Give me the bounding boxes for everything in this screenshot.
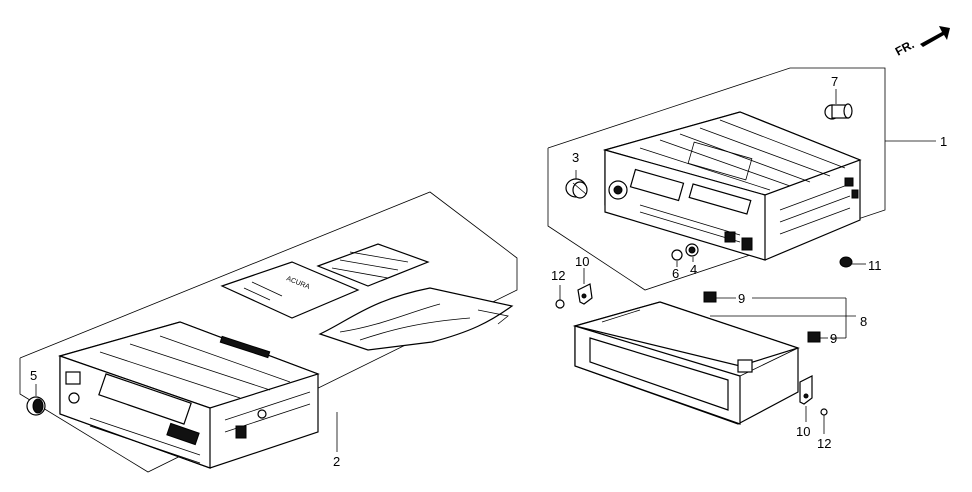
radio-unit-group xyxy=(547,67,936,291)
fr-label: FR. xyxy=(893,37,917,58)
callout-9-lower: 9 xyxy=(830,331,837,346)
bracket-part-10-left xyxy=(577,268,593,305)
callout-10-lower: 10 xyxy=(796,424,810,439)
replacement-radio-unit xyxy=(58,321,320,469)
callout-6: 6 xyxy=(672,266,679,281)
callout-4: 4 xyxy=(690,262,697,277)
callout-7: 7 xyxy=(831,74,838,89)
callout-labels: 1 2 3 4 5 6 7 8 9 9 10 10 11 12 12 xyxy=(30,74,947,469)
pocket-assembly xyxy=(555,268,856,434)
callout-9-upper: 9 xyxy=(738,291,745,306)
callout-8: 8 xyxy=(860,314,867,329)
replacement-radio-group: ACURA xyxy=(19,191,518,473)
callout-10-upper: 10 xyxy=(575,254,589,269)
callout-3: 3 xyxy=(572,150,579,165)
radio-group-outline xyxy=(547,67,886,291)
knob-part-5 xyxy=(26,384,46,416)
knobs-part-4-6 xyxy=(671,243,699,267)
screw-part-12-right xyxy=(820,408,828,434)
bracket-part-10-right xyxy=(799,375,813,422)
clip-part-9-lower xyxy=(807,331,828,343)
screw-part-11 xyxy=(839,256,866,268)
knob-part-7 xyxy=(824,89,853,120)
callout-5: 5 xyxy=(30,368,37,383)
nameplate xyxy=(316,243,430,287)
callout-12-lower: 12 xyxy=(817,436,831,451)
front-direction-indicator: FR. xyxy=(893,26,950,59)
callout-11: 11 xyxy=(868,258,882,273)
knob-part-3 xyxy=(565,170,588,199)
clip-part-9-upper xyxy=(703,291,736,303)
protective-bag xyxy=(318,287,514,351)
label-sheet: ACURA xyxy=(220,261,360,319)
kit-group-outline xyxy=(19,191,518,473)
front-arrow-icon xyxy=(920,26,950,47)
callout-2: 2 xyxy=(333,454,340,469)
radio-chassis xyxy=(602,111,862,261)
screw-part-12-left xyxy=(555,285,565,309)
callout-1: 1 xyxy=(940,134,947,149)
replacement-radio-faceplate xyxy=(59,355,211,469)
callout-12-upper: 12 xyxy=(551,268,565,283)
